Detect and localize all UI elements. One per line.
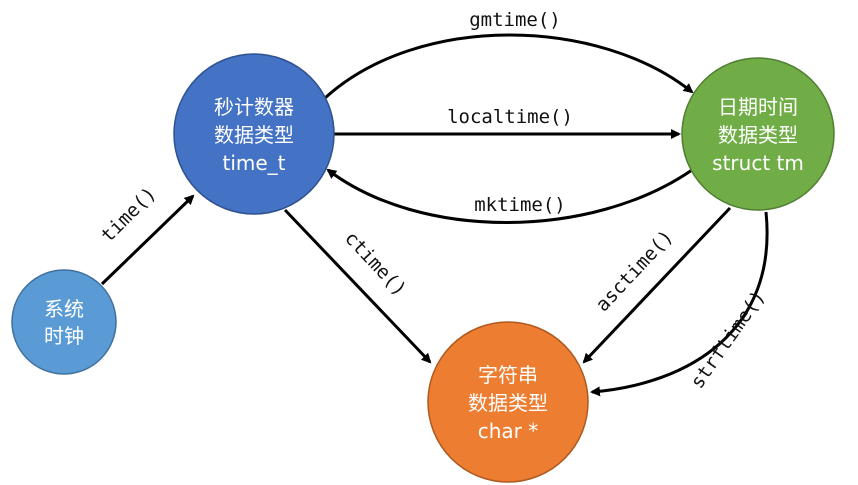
edge-label-strftime: strftime() [686, 286, 770, 392]
node-time-t-circle [173, 53, 335, 215]
node-struct-tm-label-1: 日期时间 [718, 95, 798, 119]
edge-label-asctime: asctime() [591, 226, 677, 316]
node-time-t: 秒计数器 数据类型 time_t [173, 53, 335, 215]
node-system-clock-label-1: 系统 [44, 297, 84, 321]
edge-gmtime [323, 33, 694, 100]
node-system-clock-label-2: 时钟 [44, 324, 84, 348]
node-system-clock-circle [11, 269, 117, 375]
edge-strftime [590, 211, 769, 397]
node-char-ptr-label-1: 字符串 [478, 363, 538, 387]
node-struct-tm-label-3: struct tm [712, 151, 804, 175]
node-system-clock: 系统 时钟 [11, 269, 117, 375]
node-struct-tm: 日期时间 数据类型 struct tm [681, 57, 835, 211]
node-struct-tm-circle [681, 57, 835, 211]
edge-label-localtime: localtime() [447, 106, 573, 128]
node-char-ptr-label-2: 数据类型 [468, 391, 548, 415]
node-time-t-label-1: 秒计数器 [214, 95, 294, 119]
edge-ctime [283, 208, 432, 364]
node-time-t-label-2: 数据类型 [214, 123, 294, 147]
node-time-t-label-3: time_t [222, 151, 285, 175]
node-char-ptr: 字符串 数据类型 char * [427, 321, 589, 483]
edge-asctime [582, 206, 732, 364]
edge-label-ctime: ctime() [340, 227, 411, 301]
node-char-ptr-label-3: char * [478, 419, 539, 443]
node-char-ptr-circle [427, 321, 589, 483]
edge-time [100, 194, 195, 286]
edge-label-mktime: mktime() [474, 194, 566, 216]
edge-label-gmtime: gmtime() [469, 9, 561, 31]
edge-mktime [326, 168, 693, 224]
node-struct-tm-label-2: 数据类型 [718, 123, 798, 147]
